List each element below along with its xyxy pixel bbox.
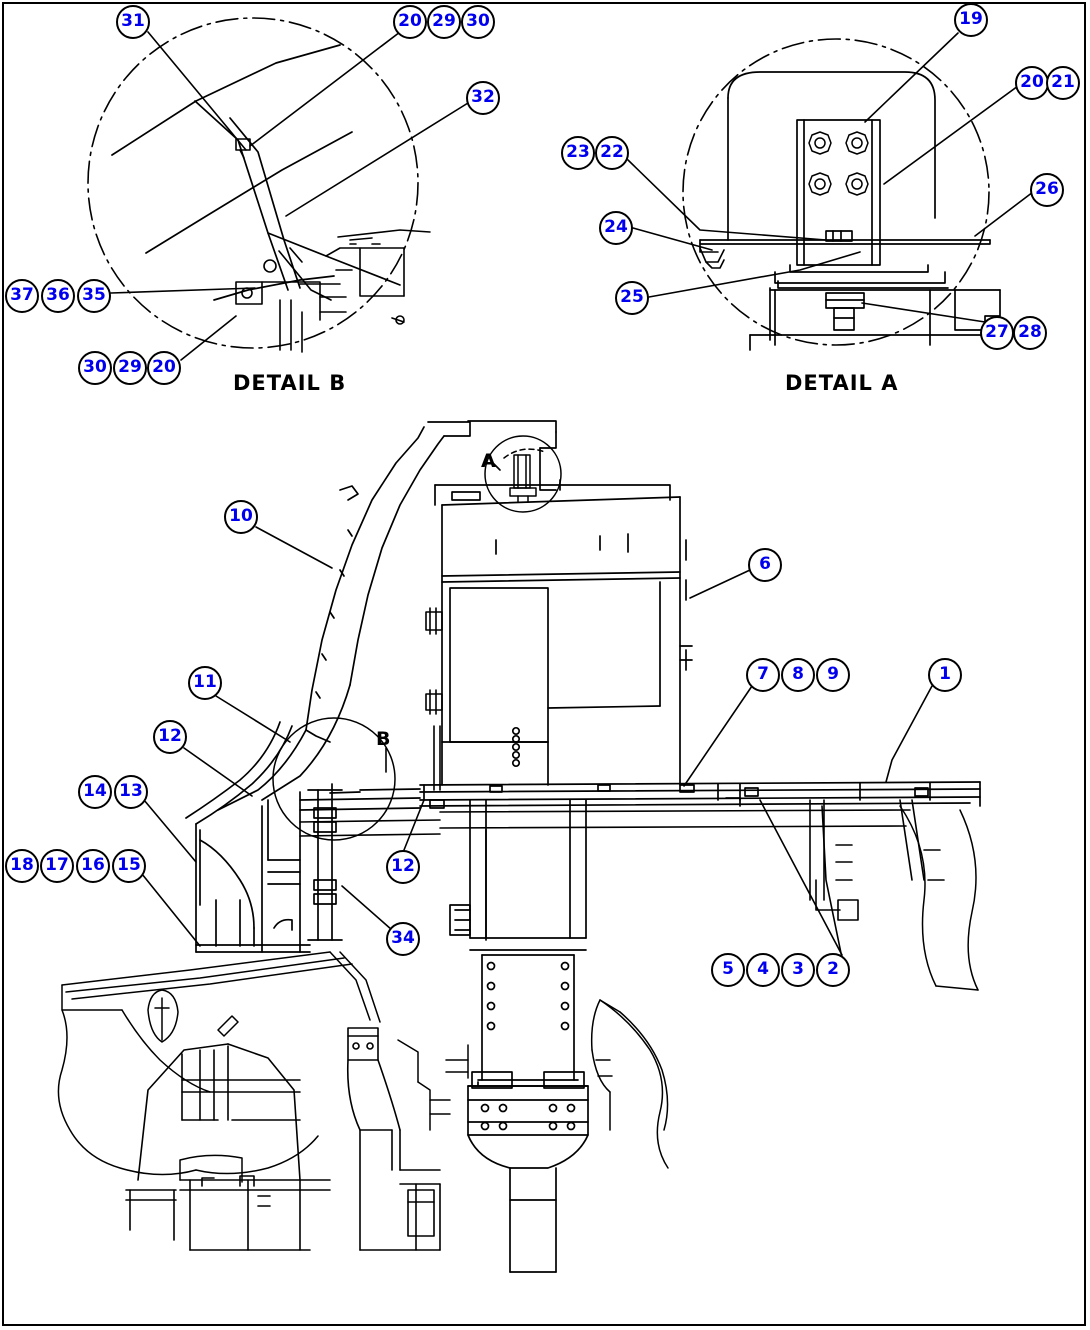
section-marker-a: A	[481, 450, 496, 472]
callout-17[interactable]: 17	[40, 849, 74, 883]
callout-3[interactable]: 3	[781, 953, 815, 987]
main-deck-walkway	[299, 781, 981, 811]
callout-24[interactable]: 24	[599, 211, 633, 245]
callout-10[interactable]: 10	[224, 500, 258, 534]
section-marker-b: B	[376, 728, 391, 750]
main-right-lower-contour	[590, 999, 669, 1169]
main-detail-b-locator	[272, 717, 396, 841]
callout-2[interactable]: 2	[816, 953, 850, 987]
callout-13[interactable]: 13	[114, 775, 148, 809]
main-central-column	[449, 799, 587, 1081]
main-leaders	[141, 526, 933, 959]
main-vertical-rail	[307, 783, 343, 941]
callout-23[interactable]: 23	[561, 136, 595, 170]
callout-6[interactable]: 6	[748, 548, 782, 582]
detail-a-bolt-head	[808, 131, 869, 196]
main-lower-rib-detail	[445, 1044, 469, 1079]
detail-a-housing	[699, 71, 991, 245]
callout-34[interactable]: 34	[386, 922, 420, 956]
detail-b-boundary-circle	[87, 17, 419, 349]
callout-18[interactable]: 18	[5, 849, 39, 883]
callout-21[interactable]: 21	[1046, 66, 1080, 100]
callout-30-b2[interactable]: 30	[78, 351, 112, 385]
callout-12[interactable]: 12	[153, 720, 187, 754]
callout-28[interactable]: 28	[1013, 316, 1047, 350]
callout-30-b1[interactable]: 30	[461, 5, 495, 39]
detail-b-leaders	[110, 31, 469, 361]
main-boom-arm	[305, 420, 557, 731]
callout-29-b2[interactable]: 29	[113, 351, 147, 385]
callout-12-main2[interactable]: 12	[386, 850, 420, 884]
callout-9[interactable]: 9	[816, 658, 850, 692]
detail-a-boundary-circle	[682, 38, 990, 346]
detail-a-mount-plate	[796, 119, 881, 266]
callout-31[interactable]: 31	[116, 5, 150, 39]
callout-25[interactable]: 25	[615, 281, 649, 315]
callout-4[interactable]: 4	[746, 953, 780, 987]
callout-14[interactable]: 14	[78, 775, 112, 809]
main-deck-supports	[299, 799, 945, 921]
callout-26[interactable]: 26	[1030, 173, 1064, 207]
callout-1[interactable]: 1	[928, 658, 962, 692]
main-detail-a-locator	[484, 435, 562, 513]
callout-15[interactable]: 15	[112, 849, 146, 883]
detail-b-title: DETAIL B	[233, 371, 347, 395]
main-axle-housing	[467, 1071, 589, 1273]
main-centre-bracket	[346, 1027, 441, 1251]
callout-29-b1[interactable]: 29	[427, 5, 461, 39]
callout-36[interactable]: 36	[41, 279, 75, 313]
main-left-frame-hardware	[147, 989, 243, 1183]
callout-7[interactable]: 7	[746, 658, 780, 692]
main-boom-elbow	[185, 684, 351, 953]
callout-27[interactable]: 27	[980, 316, 1014, 350]
callout-8[interactable]: 8	[781, 658, 815, 692]
main-cab-hinges	[425, 607, 443, 791]
callout-20-b1[interactable]: 20	[393, 5, 427, 39]
detail-b-bracket	[235, 138, 347, 353]
callout-20-a[interactable]: 20	[1015, 66, 1049, 100]
main-angled-rib	[329, 951, 451, 1131]
callout-5[interactable]: 5	[711, 953, 745, 987]
callout-22[interactable]: 22	[595, 136, 629, 170]
detail-b-deck	[299, 229, 431, 325]
callout-16[interactable]: 16	[76, 849, 110, 883]
main-section-leaders	[385, 461, 501, 773]
main-left-frame	[57, 951, 353, 1176]
main-left-platform	[125, 1175, 331, 1251]
callout-20-b2[interactable]: 20	[147, 351, 181, 385]
main-right-fender	[899, 805, 979, 991]
callout-37[interactable]: 37	[5, 279, 39, 313]
callout-32[interactable]: 32	[466, 81, 500, 115]
main-cab-enclosure	[434, 479, 693, 786]
detail-a-title: DETAIL A	[785, 371, 899, 395]
callout-19[interactable]: 19	[954, 3, 988, 37]
callout-35[interactable]: 35	[77, 279, 111, 313]
callout-11[interactable]: 11	[188, 666, 222, 700]
detail-a-leaders	[627, 32, 1034, 323]
main-left-guard	[137, 1043, 301, 1181]
